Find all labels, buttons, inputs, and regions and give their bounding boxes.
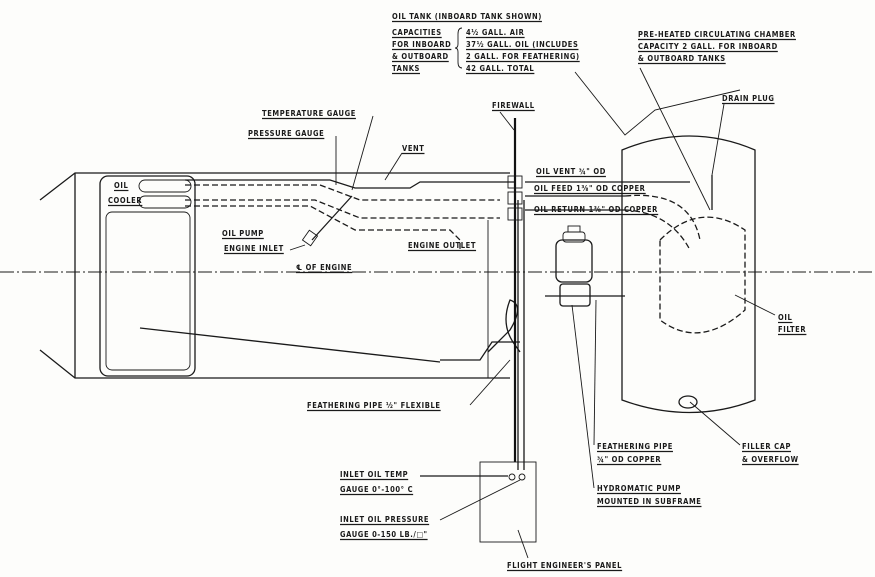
hydromatic-pump-label: MOUNTED IN SUBFRAME <box>597 497 701 506</box>
capacities-label: TANKS <box>392 64 420 73</box>
pressure-gauge-icon <box>518 473 526 481</box>
chamber-note-line: CAPACITY 2 GALL. FOR INBOARD <box>638 42 778 51</box>
engine-outlet-label: ENGINE OUTLET <box>408 241 476 250</box>
oil-return-label: OIL RETURN 1⅜" OD COPPER <box>534 205 658 214</box>
capacity-value: 37½ GALL. OIL (INCLUDES <box>466 40 578 49</box>
oil-cooler-label: COOLER <box>108 196 142 205</box>
oil-tank <box>621 135 756 414</box>
capacities-label: FOR INBOARD <box>392 40 451 49</box>
brace <box>454 27 463 69</box>
oil-tank-heading: OIL TANK (INBOARD TANK SHOWN) <box>392 12 542 21</box>
oil-cooler-label: OIL <box>114 181 128 190</box>
oil-filter-label: OIL <box>778 313 792 322</box>
drain-plug-label: DRAIN PLUG <box>722 94 775 103</box>
oil-pump-label: OIL PUMP <box>222 229 264 238</box>
temp-gauge-icon <box>508 473 516 481</box>
hydromatic-pump-label: HYDROMATIC PUMP <box>597 484 681 493</box>
oil-filter-label: FILTER <box>778 325 806 334</box>
capacities-label: & OUTBOARD <box>392 52 449 61</box>
chamber-note-line: PRE-HEATED CIRCULATING CHAMBER <box>638 30 796 39</box>
capacities-label: CAPACITIES <box>392 28 442 37</box>
firewall-fitting <box>507 207 523 221</box>
hydromatic-pump <box>555 225 593 307</box>
firewall-fitting <box>507 175 523 189</box>
firewall-label: FIREWALL <box>492 101 535 110</box>
engine-inlet-label: ENGINE INLET <box>224 244 284 253</box>
title-note: OIL TANK (INBOARD TANK SHOWN) CAPACITIES… <box>392 12 580 75</box>
oil-cooler <box>99 175 196 377</box>
capacity-value: 42 GALL. TOTAL <box>466 64 534 73</box>
chamber-note-line: & OUTBOARD TANKS <box>638 54 726 63</box>
engine-centerline-label: ℄ OF ENGINE <box>296 263 352 272</box>
flight-engineer-panel <box>479 461 537 543</box>
inlet-pressure-label: INLET OIL PRESSURE <box>340 515 429 524</box>
inlet-pressure-label: GAUGE 0-150 LB./□" <box>340 530 428 539</box>
capacity-value: 4½ GALL. AIR <box>466 28 525 37</box>
feathering-copper-label: ¾" OD COPPER <box>597 455 661 464</box>
oil-feed-label: OIL FEED 1⅜" OD COPPER <box>534 184 646 193</box>
capacity-value: 2 GALL. FOR FEATHERING) <box>466 52 580 61</box>
temperature-gauge-label: TEMPERATURE GAUGE <box>262 109 356 118</box>
oil-vent-label: OIL VENT ¾" OD <box>536 167 606 176</box>
oil-pipes <box>139 179 701 470</box>
leader-lines <box>289 67 776 559</box>
firewall-fitting <box>507 191 523 205</box>
feathering-copper-label: FEATHERING PIPE <box>597 442 673 451</box>
inlet-temp-label: GAUGE 0°-100° C <box>340 485 413 494</box>
vent-label: VENT <box>402 144 424 153</box>
chamber-note: PRE-HEATED CIRCULATING CHAMBER CAPACITY … <box>638 30 796 65</box>
inlet-temp-label: INLET OIL TEMP <box>340 470 408 479</box>
engine-nacelle <box>39 172 510 379</box>
filler-cap-label: FILLER CAP <box>742 442 791 451</box>
flight-engineer-panel-label: FLIGHT ENGINEER'S PANEL <box>507 561 622 570</box>
feathering-flexible-label: FEATHERING PIPE ½" FLEXIBLE <box>307 401 441 410</box>
filler-cap-label: & OVERFLOW <box>742 455 799 464</box>
pressure-gauge-label: PRESSURE GAUGE <box>248 129 324 138</box>
